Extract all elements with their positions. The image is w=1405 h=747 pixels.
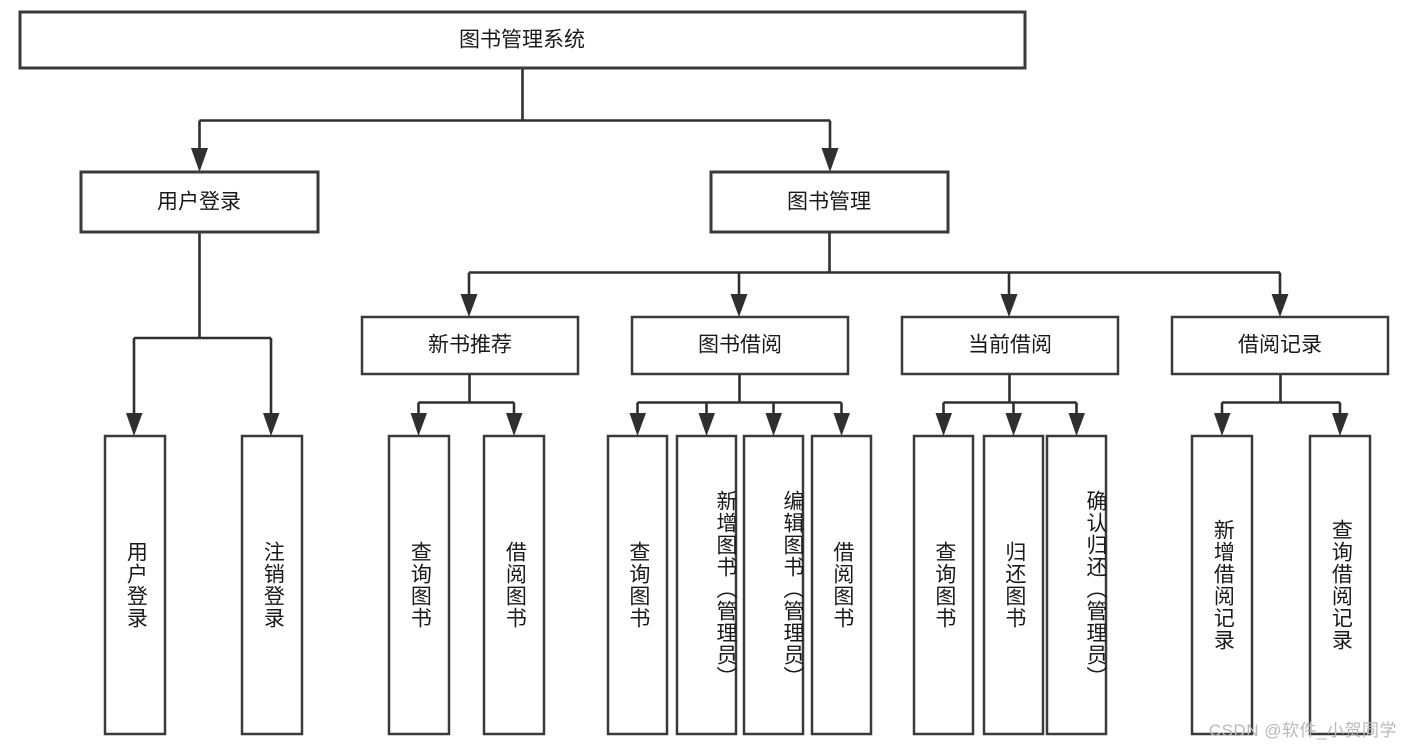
arrowhead-leaf-logout	[263, 413, 280, 436]
node-root[interactable]	[18, 10, 1027, 70]
node-user-login[interactable]	[79, 170, 320, 234]
edge-group-root	[191, 68, 839, 172]
node-leaf-return-book[interactable]	[982, 434, 1045, 736]
arrowhead-current-borrow	[1000, 294, 1018, 317]
edge-group-book-manage	[460, 232, 1289, 317]
csdn-watermark: CSDN @软件_小贺同学	[1208, 721, 1397, 740]
arrowhead-leaf-add-record	[1214, 413, 1231, 436]
node-leaf-edit-book[interactable]	[742, 434, 805, 736]
arrowhead-leaf-query-record	[1332, 413, 1349, 436]
arrowhead-leaf-edit-book	[765, 413, 782, 436]
arrowhead-leaf-return-book	[1005, 413, 1022, 436]
arrowhead-leaf-borrow-book	[833, 413, 850, 436]
arrowhead-leaf-confirm-return	[1068, 413, 1085, 436]
node-borrow-record-label: 借阅记录	[1238, 334, 1322, 357]
node-leaf-query-record[interactable]	[1308, 434, 1372, 736]
node-book-borrow[interactable]	[630, 315, 850, 376]
arrowhead-leaf-user-login	[126, 413, 143, 436]
node-new-book-rec[interactable]	[360, 315, 580, 376]
edge-group-borrow-record	[1214, 374, 1349, 436]
node-leaf-user-login[interactable]	[103, 434, 167, 736]
node-leaf-add-record[interactable]	[1190, 434, 1254, 736]
arrowhead-new-book-rec	[460, 294, 478, 317]
node-leaf-query-book-borrow[interactable]	[606, 434, 669, 736]
node-leaf-confirm-return[interactable]	[1045, 434, 1108, 736]
arrowhead-leaf-query-book-borrow	[629, 413, 646, 436]
edge-group-current-borrow	[935, 374, 1085, 436]
arrowhead-leaf-add-book	[698, 413, 715, 436]
arrowhead-borrow-record	[1271, 294, 1289, 317]
node-leaf-query-book-cur[interactable]	[912, 434, 975, 736]
edge-group-book-borrow	[629, 374, 850, 436]
node-book-manage[interactable]	[709, 170, 950, 234]
arrowhead-leaf-borrow-book-rec	[506, 413, 523, 436]
node-leaf-borrow-book[interactable]	[810, 434, 873, 736]
node-leaf-add-book[interactable]	[675, 434, 738, 736]
node-leaf-query-book-rec[interactable]	[387, 434, 451, 736]
edge-group-user-login	[126, 232, 280, 436]
node-leaf-logout[interactable]	[240, 434, 304, 736]
node-current-borrow[interactable]	[900, 315, 1120, 376]
arrowhead-leaf-query-book-cur	[935, 413, 952, 436]
node-book-manage-label: 图书管理	[787, 191, 871, 214]
node-root-label: 图书管理系统	[459, 29, 585, 52]
node-book-borrow-label: 图书借阅	[698, 334, 782, 357]
node-user-login-label: 用户登录	[157, 191, 241, 214]
arrowhead-user-login	[191, 148, 208, 172]
arrowhead-leaf-query-book-rec	[410, 413, 427, 436]
node-borrow-record[interactable]	[1170, 315, 1390, 376]
edge-group-new-book-rec	[410, 374, 523, 436]
node-current-borrow-label: 当前借阅	[968, 334, 1052, 357]
arrowhead-book-manage	[821, 148, 839, 172]
node-leaf-borrow-book-rec[interactable]	[482, 434, 546, 736]
arrowhead-book-borrow	[730, 294, 748, 317]
node-new-book-rec-label: 新书推荐	[428, 334, 512, 357]
